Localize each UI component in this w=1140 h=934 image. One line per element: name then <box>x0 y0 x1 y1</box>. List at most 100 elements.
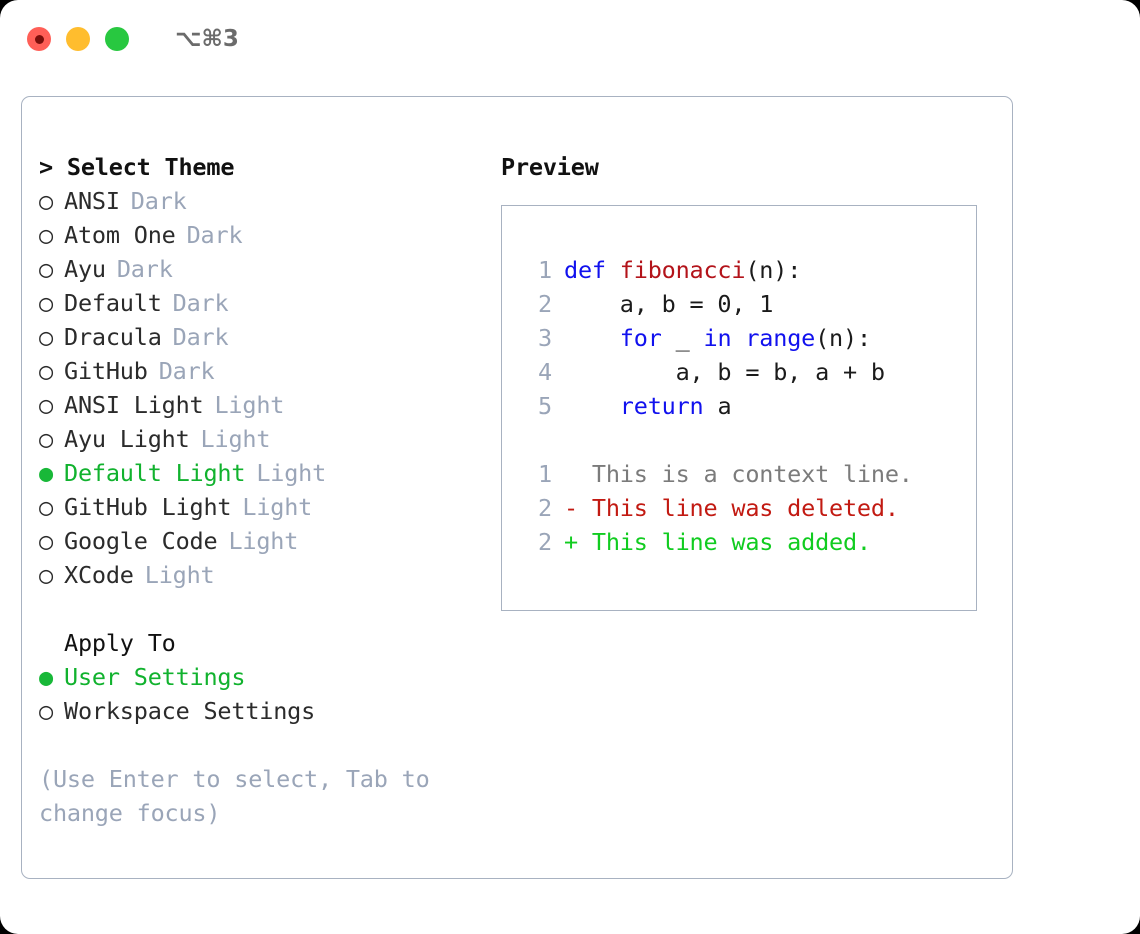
radio-unselected-icon: ○ <box>39 357 53 385</box>
apply-to-option-label: Workspace Settings <box>64 697 316 725</box>
radio-unselected-icon: ○ <box>39 697 53 725</box>
apply-to-option-user-settings[interactable]: ● User Settings <box>39 660 489 694</box>
code-line-text: a, b = b, a + b <box>564 355 885 389</box>
theme-variant-badge: Light <box>242 493 313 521</box>
code-token-kw: def <box>564 256 620 284</box>
theme-option-dracula[interactable]: ○ Dracula Dark <box>39 320 489 354</box>
line-number: 5 <box>538 392 552 420</box>
theme-variant-badge: Dark <box>158 357 215 385</box>
diff-marker: - <box>564 494 592 522</box>
theme-variant-badge: Light <box>256 459 327 487</box>
theme-option-default-light[interactable]: ● Default Light Light <box>39 456 489 490</box>
code-line: 1 def fibonacci(n): <box>522 253 976 287</box>
radio-selected-icon: ● <box>39 459 53 487</box>
code-line: 4 a, b = b, a + b <box>522 355 976 389</box>
radio-unselected-icon: ○ <box>39 187 53 215</box>
line-number: 2 <box>538 290 552 318</box>
theme-option-xcode[interactable]: ○ XCode Light <box>39 558 489 592</box>
code-diff-spacer <box>522 423 976 457</box>
code-token-plain: _ <box>675 324 704 352</box>
radio-unselected-icon: ○ <box>39 391 53 419</box>
radio-unselected-icon: ○ <box>39 221 53 249</box>
radio-unselected-icon: ○ <box>39 493 53 521</box>
line-number: 1 <box>538 460 552 488</box>
apply-to-list: ● User Settings ○ Workspace Settings <box>39 660 489 728</box>
theme-option-default[interactable]: ○ Default Dark <box>39 286 489 320</box>
minimize-window-button[interactable] <box>66 27 90 51</box>
code-token-plain <box>564 324 620 352</box>
close-window-button[interactable] <box>27 27 51 51</box>
theme-variant-badge: Dark <box>186 221 243 249</box>
apply-to-option-label: User Settings <box>64 663 246 691</box>
theme-option-label: ANSI Light <box>64 391 204 419</box>
line-number: 1 <box>538 256 552 284</box>
radio-unselected-icon: ○ <box>39 561 53 589</box>
theme-option-github[interactable]: ○ GitHub Dark <box>39 354 489 388</box>
theme-option-ayu-light[interactable]: ○ Ayu Light Light <box>39 422 489 456</box>
theme-variant-badge: Light <box>200 425 271 453</box>
theme-option-atom-one[interactable]: ○ Atom One Dark <box>39 218 489 252</box>
radio-unselected-icon: ○ <box>39 289 53 317</box>
theme-option-label: Google Code <box>64 527 218 555</box>
theme-variant-badge: Light <box>144 561 215 589</box>
code-line: 5 return a <box>522 389 976 423</box>
apply-to-option-workspace-settings[interactable]: ○ Workspace Settings <box>39 694 489 728</box>
theme-option-label: ANSI <box>64 187 120 215</box>
theme-option-ansi-light[interactable]: ○ ANSI Light Light <box>39 388 489 422</box>
theme-option-label: Default <box>64 289 162 317</box>
code-token-kw: in <box>703 324 746 352</box>
code-line: 2 a, b = 0, 1 <box>522 287 976 321</box>
theme-option-label: Ayu Light <box>64 425 190 453</box>
diff-line-del: 2- This line was deleted. <box>522 491 976 525</box>
diff-sample: 1 This is a context line.2- This line wa… <box>522 457 976 559</box>
help-hint-text: (Use Enter to select, Tab to change focu… <box>39 765 444 827</box>
code-token-kw: return <box>619 392 718 420</box>
diff-line-add: 2+ This line was added. <box>522 525 976 559</box>
diff-line-text: This is a context line. <box>591 460 913 488</box>
theme-option-label: GitHub <box>64 357 148 385</box>
close-icon <box>34 34 44 44</box>
theme-option-label: Dracula <box>64 323 162 351</box>
traffic-light-buttons <box>27 27 129 51</box>
theme-variant-badge: Dark <box>172 289 229 317</box>
code-line-text: a, b = 0, 1 <box>564 287 774 321</box>
theme-option-label: Ayu <box>64 255 106 283</box>
code-token-plain: (n): <box>815 324 871 352</box>
code-token-kw: range <box>745 324 816 352</box>
theme-variant-badge: Light <box>214 391 285 419</box>
code-token-plain: a <box>717 392 732 420</box>
diff-line-text: This line was added. <box>591 528 871 556</box>
theme-option-label: Default Light <box>64 459 246 487</box>
radio-unselected-icon: ○ <box>39 323 53 351</box>
line-number: 4 <box>538 358 552 386</box>
title-bar: ⌥⌘3 <box>0 0 1140 78</box>
theme-option-ayu[interactable]: ○ Ayu Dark <box>39 252 489 286</box>
theme-option-label: Atom One <box>64 221 176 249</box>
line-number: 3 <box>538 324 552 352</box>
maximize-window-button[interactable] <box>105 27 129 51</box>
diff-line-ctx: 1 This is a context line. <box>522 457 976 491</box>
code-line-text: return a <box>564 389 732 423</box>
radio-unselected-icon: ○ <box>39 255 53 283</box>
theme-variant-badge: Dark <box>116 255 173 283</box>
line-number: 2 <box>538 494 552 522</box>
code-line-text: def fibonacci(n): <box>564 253 801 287</box>
code-line-text: for _ in range(n): <box>564 321 871 355</box>
theme-variant-badge: Dark <box>172 323 229 351</box>
radio-unselected-icon: ○ <box>39 425 53 453</box>
code-token-plain: a, b = 0, 1 <box>564 290 774 318</box>
code-token-plain: a, b = b, a + b <box>564 358 885 386</box>
radio-selected-icon: ● <box>39 663 53 691</box>
diff-line-text: This line was deleted. <box>591 494 899 522</box>
apply-to-section: Apply To ●User Settings○Workspace Settin… <box>39 626 489 728</box>
theme-option-label: XCode <box>64 561 134 589</box>
code-line: 3 for _ in range(n): <box>522 321 976 355</box>
code-token-kw: for <box>619 324 676 352</box>
